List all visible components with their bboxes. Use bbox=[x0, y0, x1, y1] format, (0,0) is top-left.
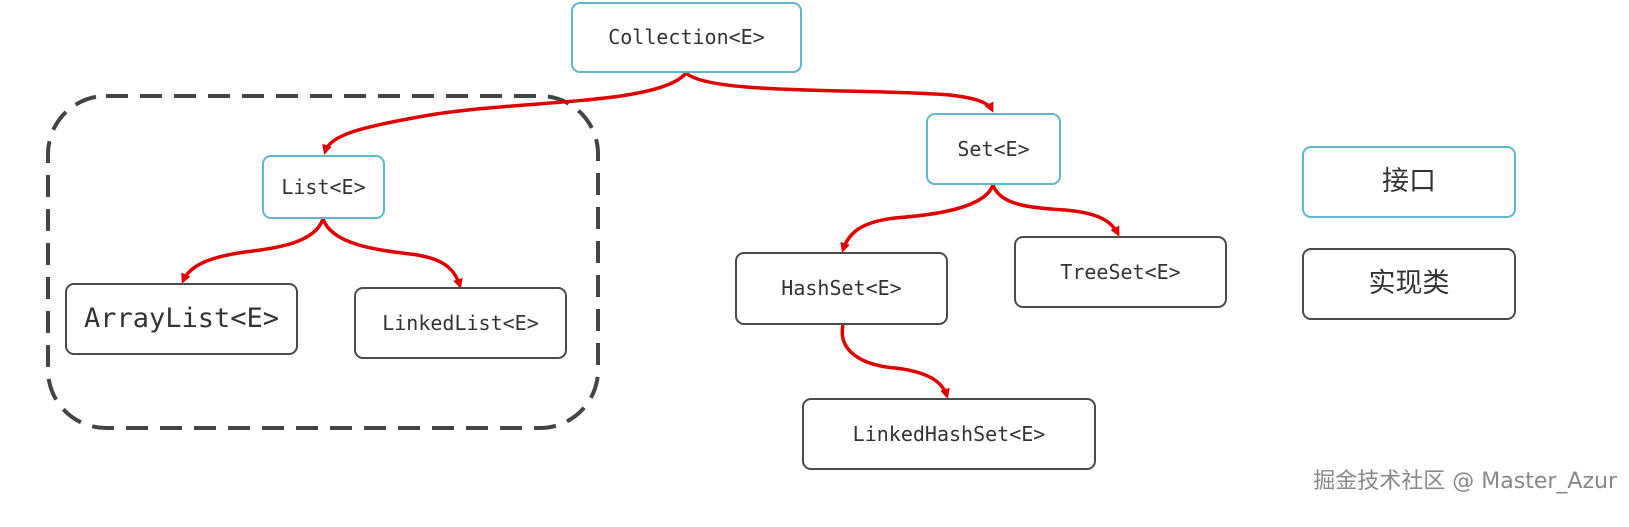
arrow-collection-to-list bbox=[322, 71, 688, 155]
node-linkedlist: LinkedList<E> bbox=[354, 287, 567, 359]
watermark: 掘金技术社区 @ Master_Azur bbox=[1313, 469, 1617, 494]
list-group-dashed-border bbox=[46, 94, 600, 430]
node-list: List<E> bbox=[262, 155, 385, 219]
arrow-set-to-hashset bbox=[840, 184, 995, 253]
node-set: Set<E> bbox=[926, 113, 1061, 185]
arrow-set-to-treeset bbox=[991, 184, 1120, 237]
arrow-list-to-linkedlist bbox=[321, 218, 463, 289]
node-collection: Collection<E> bbox=[571, 2, 802, 73]
node-arraylist: ArrayList<E> bbox=[65, 283, 298, 355]
node-hashset: HashSet<E> bbox=[735, 252, 948, 325]
arrow-collection-to-set bbox=[684, 71, 994, 113]
arrow-hashset-to-linkedhashset bbox=[840, 324, 950, 399]
legend-implementation-class: 实现类 bbox=[1302, 248, 1516, 320]
node-linkedhashset: LinkedHashSet<E> bbox=[802, 398, 1096, 470]
legend-interface: 接口 bbox=[1302, 146, 1516, 218]
arrow-list-to-arraylist bbox=[181, 218, 325, 284]
node-treeset: TreeSet<E> bbox=[1014, 236, 1227, 308]
